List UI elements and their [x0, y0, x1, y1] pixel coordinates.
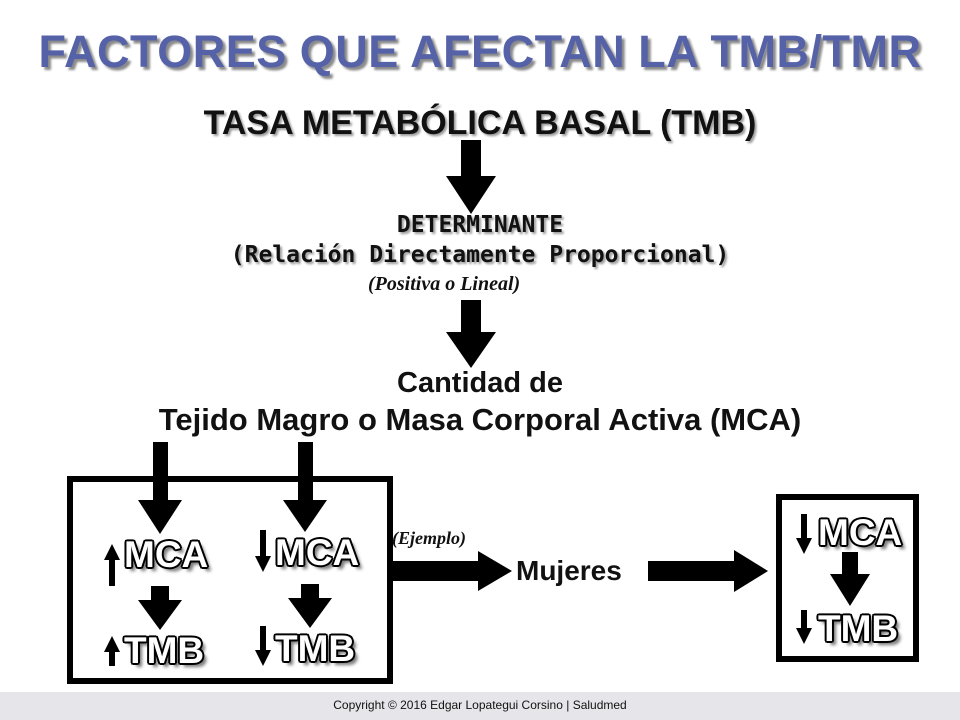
relation-note: (Positiva o Lineal) [368, 273, 521, 295]
arrow-down-icon [138, 442, 182, 534]
mca-label-decrease: MCA [275, 532, 360, 573]
arrow-down-icon [796, 610, 812, 644]
tmb-label-women: TMB [818, 608, 899, 649]
page-title: FACTORES QUE AFECTAN LA TMB/TMR [38, 26, 922, 77]
arrow-down-icon [830, 552, 870, 606]
arrow-right-icon [648, 550, 768, 592]
arrow-right-icon [393, 551, 512, 591]
arrow-down-icon [796, 514, 812, 554]
arrow-down-icon [255, 530, 271, 572]
example-label: (Ejemplo) [392, 528, 466, 548]
mca-definition: Tejido Magro o Masa Corporal Activa (MCA… [158, 402, 802, 437]
arrow-down-icon [255, 626, 271, 666]
arrow-down-icon [446, 300, 496, 368]
copyright-footer: Copyright © 2016 Edgar Lopategui Corsino… [0, 692, 960, 720]
arrow-down-icon [138, 586, 182, 630]
mca-label-increase: MCA [124, 534, 209, 575]
tmb-label-decrease: TMB [275, 628, 356, 669]
right-example-box [776, 494, 919, 662]
arrow-up-icon [104, 544, 120, 586]
mca-label-women: MCA [818, 512, 903, 553]
determinante-label: DETERMINANTE [396, 212, 564, 238]
cantidad-label: Cantidad de [397, 367, 563, 399]
tmb-label-increase: TMB [124, 630, 205, 671]
arrow-down-icon [283, 442, 327, 532]
subtitle: TASA METABÓLICA BASAL (TMB) [203, 104, 757, 142]
relation-label: (Relación Directamente Proporcional) [230, 242, 730, 268]
arrow-up-icon [104, 636, 120, 666]
arrow-down-icon [288, 584, 332, 628]
mujeres-label: Mujeres [516, 555, 622, 586]
arrow-down-icon [446, 140, 496, 214]
left-example-box [67, 476, 393, 684]
